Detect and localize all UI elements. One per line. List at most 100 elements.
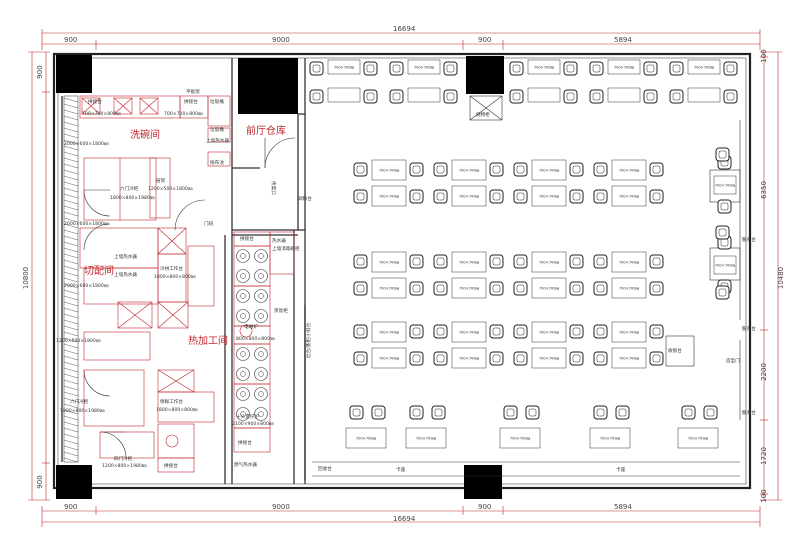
- drain-slat: [63, 133, 79, 139]
- chair: [489, 281, 504, 296]
- drain-slat: [63, 139, 79, 145]
- drain-slat: [63, 235, 79, 241]
- chair: [649, 281, 664, 296]
- label-seat-2: 卡座: [616, 466, 626, 473]
- chair: [513, 351, 528, 366]
- chair-seat: [516, 192, 525, 201]
- room-label-cutting: 切配间: [84, 264, 114, 277]
- chair-seat: [516, 327, 525, 336]
- drain-slat: [63, 169, 79, 175]
- table-size-label: 700×700㎜: [539, 287, 560, 291]
- table-size-label: 700×700㎜: [416, 437, 437, 441]
- chair-seat: [596, 354, 605, 363]
- drain-slat: [63, 415, 79, 421]
- drain-slat: [63, 175, 79, 181]
- chair: [563, 89, 578, 104]
- chair-seat: [718, 228, 727, 237]
- chair: [489, 324, 504, 339]
- right-seg-4: 1720: [760, 447, 768, 465]
- chair: [353, 254, 368, 269]
- top-total-dim: 16694: [393, 25, 416, 33]
- table: [611, 159, 647, 181]
- table-size-label: 700×700㎜: [414, 66, 435, 70]
- burner-icon: [254, 289, 268, 303]
- chair: [593, 405, 608, 420]
- label-pinjie-top: 拼接台: [240, 235, 254, 242]
- burner-icon: [254, 407, 268, 421]
- drain-slat: [63, 157, 79, 163]
- chair-seat: [596, 165, 605, 174]
- chair-seat: [356, 165, 365, 174]
- chair: [649, 254, 664, 269]
- label-flat-shelf: 平板架: [186, 88, 200, 95]
- table: [531, 251, 567, 273]
- label-cut-table-size: 1800×800×800㎜: [154, 274, 196, 280]
- burner-icon: [254, 367, 268, 381]
- chair: [349, 405, 364, 420]
- top-seg-1: 900: [64, 36, 77, 44]
- burner-ring: [258, 351, 264, 357]
- label-fridge-1: 六门冷柜: [120, 185, 139, 192]
- table: [451, 159, 487, 181]
- table-size-label: 700×700㎜: [459, 195, 480, 199]
- chair-seat: [652, 327, 661, 336]
- chair: [509, 89, 524, 104]
- chair: [649, 189, 664, 204]
- chair: [363, 89, 378, 104]
- chair: [643, 61, 658, 76]
- table-size-label: 700×700㎜: [619, 169, 640, 173]
- drain-slat: [63, 403, 79, 409]
- chair-seat: [528, 408, 537, 417]
- chair-seat: [592, 64, 601, 73]
- chair: [717, 199, 732, 214]
- chair-seat: [684, 408, 693, 417]
- drain-slat: [63, 103, 79, 109]
- label-seat: 卡座: [396, 466, 406, 473]
- label-pin-jie-tai-2: 拼接台: [184, 98, 198, 105]
- chair-seat: [412, 284, 421, 293]
- label-wall-sterilizer: 上墙热水器: [114, 253, 137, 260]
- chair: [409, 324, 424, 339]
- left-dimensions: [28, 51, 50, 501]
- burner-ring: [258, 371, 264, 377]
- chair: [409, 281, 424, 296]
- burner-ring: [240, 351, 246, 357]
- table-size-label: 700×700㎜: [539, 169, 560, 173]
- label-trash-bin: 垃圾桶: [210, 98, 224, 105]
- table: [531, 277, 567, 299]
- drain-slat: [63, 457, 79, 463]
- cutting-equipment: [79, 227, 215, 473]
- drain-slat: [63, 433, 79, 439]
- chair: [715, 147, 730, 162]
- table: [713, 255, 737, 275]
- structural-columns: [56, 55, 504, 499]
- chair: [513, 162, 528, 177]
- label-stove-size: 2100×900×800㎜: [232, 421, 274, 427]
- bottom-total-dim: 16694: [393, 515, 416, 523]
- chair: [723, 61, 738, 76]
- label-pinjie-bottom: 拼接台: [164, 462, 178, 469]
- table-size-label: 700×700㎜: [694, 66, 715, 70]
- chair-seat: [374, 408, 383, 417]
- table: [371, 277, 407, 299]
- label-four-door: 四门冷柜: [114, 455, 133, 462]
- chair-seat: [718, 288, 727, 297]
- drain-slat: [63, 391, 79, 397]
- chair-seat: [366, 92, 375, 101]
- chair: [615, 405, 630, 420]
- chair-seat: [312, 92, 321, 101]
- drain-slat: [63, 115, 79, 121]
- chair: [649, 324, 664, 339]
- chair-seat: [492, 284, 501, 293]
- table: [611, 347, 647, 369]
- table: [371, 185, 407, 207]
- storage-cabinet: [469, 95, 503, 121]
- table: [527, 59, 561, 75]
- drain-slat: [63, 127, 79, 133]
- label-shelf-1: 层架: [156, 178, 166, 184]
- table: [451, 251, 487, 273]
- label-hot-box: 热水器: [272, 237, 286, 244]
- chair: [649, 162, 664, 177]
- label-hot-box-b: 上墙消毒碗柜: [272, 245, 300, 252]
- drain-grate: [63, 97, 79, 463]
